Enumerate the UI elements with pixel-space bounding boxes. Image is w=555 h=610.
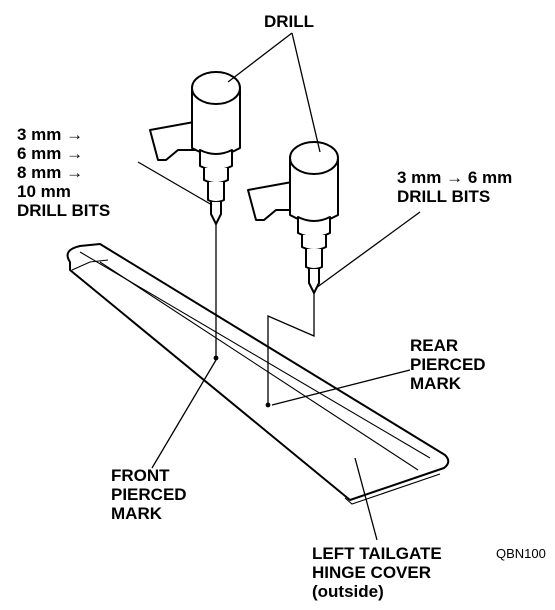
hinge-cover [66, 243, 450, 505]
drill-label: DRILL [264, 12, 314, 31]
rear-mark-line-3: MARK [410, 374, 461, 393]
bits-left-line-5: DRILL BITS [17, 201, 111, 220]
rear-mark-line-2: PIERCED [410, 355, 486, 374]
rear-mark-line-1: REAR [410, 336, 459, 355]
right-drill-bits-label: 3 mm → 6 mm DRILL BITS [397, 168, 512, 206]
bits-left-line-2: 6 mm → [17, 144, 84, 163]
bits-left-line-4: 10 mm [17, 182, 71, 201]
left-drill [149, 71, 241, 225]
front-mark-line-1: FRONT [111, 466, 170, 485]
bits-right-line-2: DRILL BITS [397, 187, 491, 206]
front-pierced-mark-dot [213, 355, 219, 361]
front-mark-line-2: PIERCED [111, 485, 187, 504]
cover-line-2: HINGE COVER [312, 563, 432, 582]
cover-line-1: LEFT TAILGATE [312, 544, 442, 563]
cover-line-3: (outside) [312, 582, 384, 601]
right-drill [247, 141, 339, 294]
hinge-cover-label: LEFT TAILGATE HINGE COVER (outside) [312, 544, 442, 601]
bits-right-line-1: 3 mm → 6 mm [397, 168, 513, 187]
left-drill-bits-label: 3 mm → 6 mm → 8 mm → 10 mm DRILL BITS [17, 125, 110, 220]
figure-code: QBN100 [496, 546, 546, 561]
bits-left-line-1: 3 mm → [17, 125, 84, 144]
rear-pierced-mark-dot [265, 402, 271, 408]
front-mark-line-3: MARK [111, 504, 162, 523]
drill-label-text: DRILL [264, 12, 315, 31]
front-pierced-mark-label: FRONT PIERCED MARK [111, 466, 187, 523]
pierce-lines [213, 224, 315, 408]
bits-left-line-3: 8 mm → [17, 163, 84, 182]
rear-pierced-mark-label: REAR PIERCED MARK [410, 336, 486, 393]
leader-lines [137, 32, 421, 541]
